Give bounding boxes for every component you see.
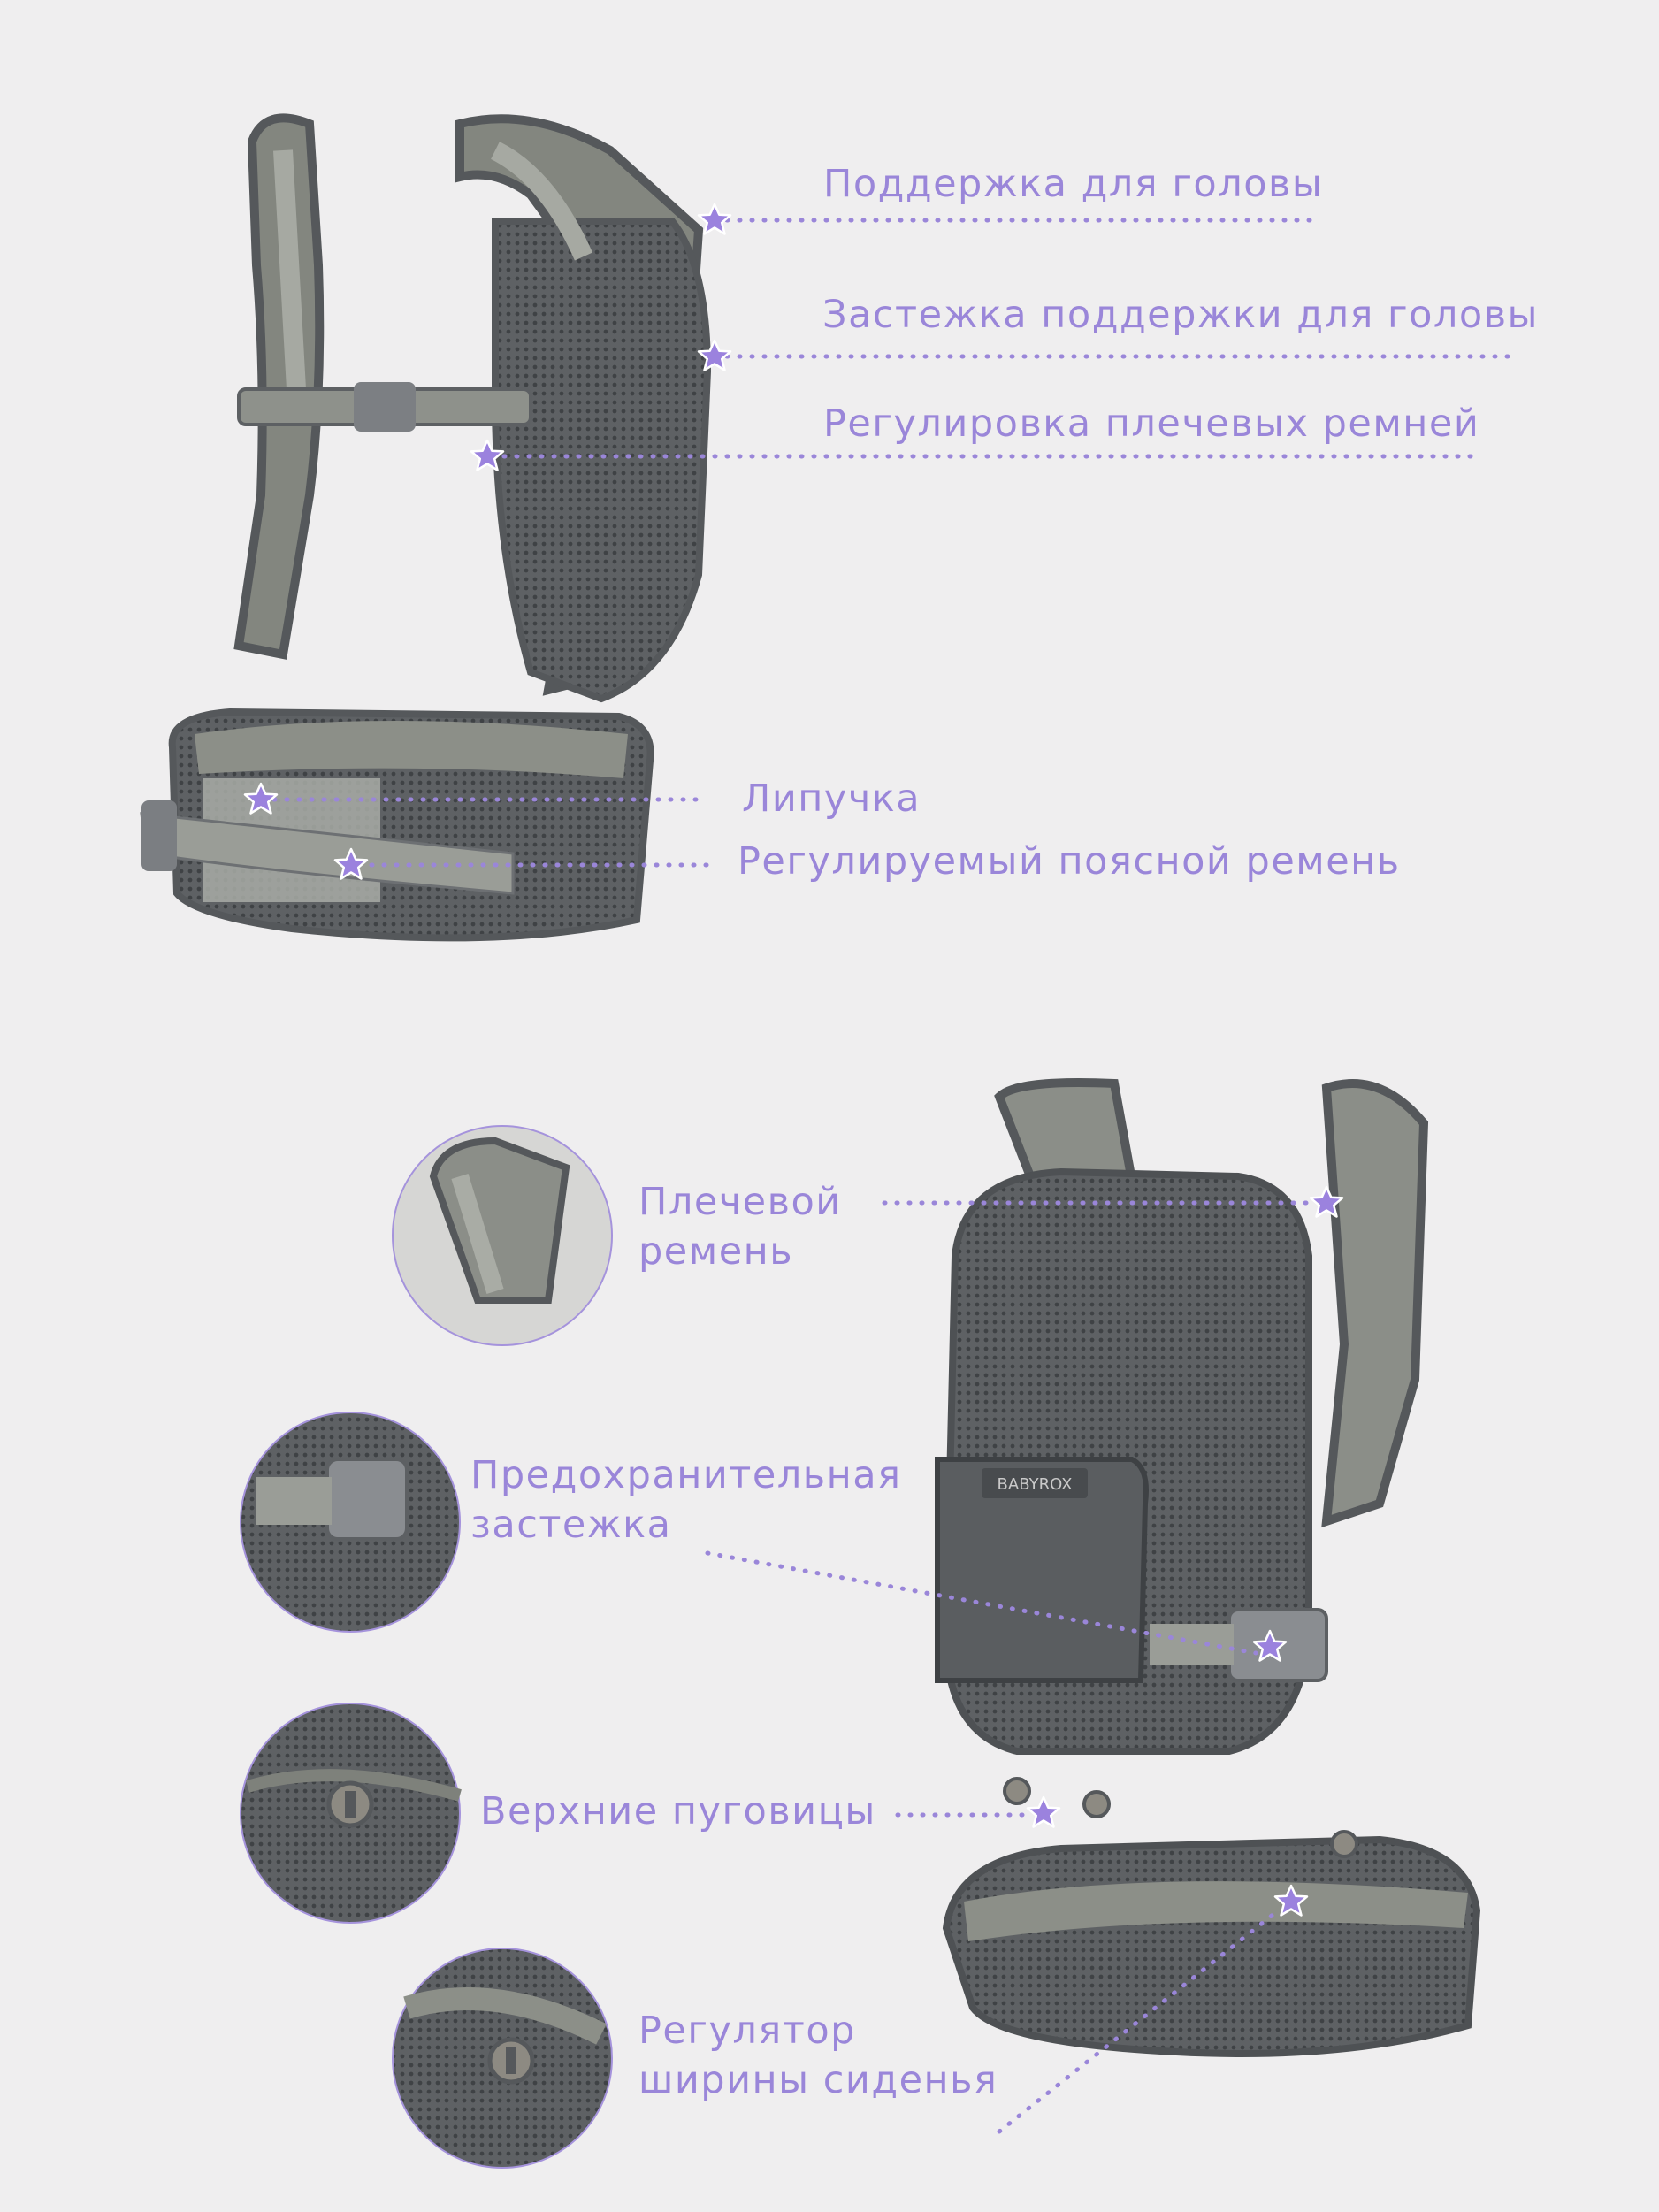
label-line: застежка [470, 1503, 672, 1547]
label-shoulder-strap: Плечевой ремень [638, 1177, 842, 1276]
label-seat-width: Регулятор ширины сиденья [638, 2006, 998, 2105]
label-line: Предохранительная [470, 1453, 902, 1497]
brand-label: BABYROX [998, 1475, 1073, 1494]
label-head-support-buckle: Застежка поддержки для головы [822, 293, 1539, 337]
label-line: ширины сиденья [638, 2058, 998, 2102]
label-velcro: Липучка [742, 777, 921, 821]
zoom-circle-icon [240, 1412, 461, 1633]
label-shoulder-adjust: Регулировка плечевых ремней [823, 402, 1480, 446]
label-line: ремень [638, 1229, 794, 1274]
top-leader-lines [271, 218, 1520, 868]
label-head-support: Поддержка для головы [823, 162, 1324, 206]
label-top-buttons: Верхние пуговицы [480, 1789, 876, 1833]
zoom-circles [240, 1125, 613, 2169]
label-safety-buckle: Предохранительная застежка [470, 1450, 901, 1550]
bottom-carrier-illustration: BABYROX [935, 1078, 1481, 2057]
star-marker-icon [1026, 1795, 1061, 1828]
zoom-circle-icon [392, 1948, 613, 2169]
label-waist-belt: Регулируемый поясной ремень [738, 839, 1401, 884]
top-carrier-illustration [140, 113, 712, 942]
zoom-circle-icon [240, 1703, 462, 1924]
label-line: Плечевой [638, 1180, 842, 1224]
label-line: Регулятор [638, 2009, 856, 2053]
star-marker-icon [697, 203, 732, 235]
bottom-leader-lines [705, 1200, 1316, 2134]
zoom-circle-icon [392, 1125, 613, 1346]
